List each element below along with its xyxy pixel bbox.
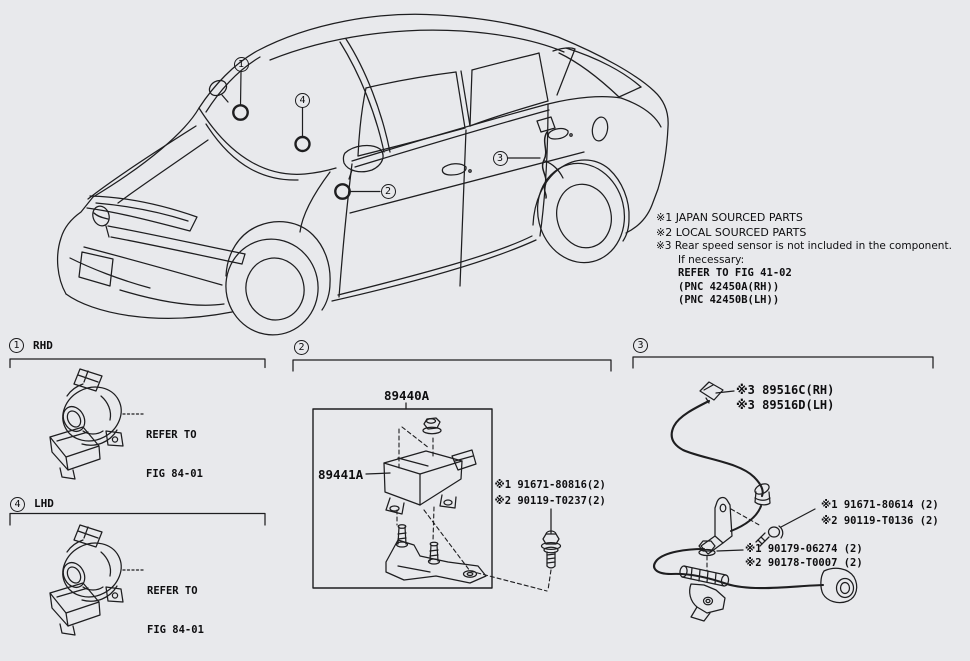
s2-bolt-note-2[interactable]: ※2 90119-T0237(2) — [494, 494, 606, 507]
side-windows — [357, 47, 642, 157]
wire-protector-sleeve — [679, 565, 730, 587]
section-1-ref[interactable]: REFER TO FIG 84-01 — [146, 403, 203, 494]
small-bolt — [755, 508, 816, 547]
section-4-ref-line1: REFER TO — [147, 585, 198, 597]
callout-1[interactable]: 1 — [233, 56, 249, 72]
s3-bolt-note-2[interactable]: ※2 90119-T0136 (2) — [821, 515, 939, 527]
car-body-outline — [56, 13, 669, 295]
rear-wheel — [536, 162, 626, 264]
wire-grommet — [754, 483, 771, 506]
note-local-sourced: ※2 LOCAL SOURCED PARTS — [656, 226, 807, 239]
section-4-ref-line2: FIG 84-01 — [147, 624, 204, 636]
front-fascia — [69, 195, 246, 306]
callout-leaders — [239, 71, 541, 193]
mounting-bracket-drawing — [385, 524, 487, 584]
assembly-dashed-lines — [396, 426, 552, 592]
flange-nut — [698, 540, 744, 557]
section-1-label: RHD — [33, 339, 53, 352]
section-4-label: LHD — [34, 497, 54, 510]
sensor-head — [820, 567, 858, 604]
section-span-brackets — [9, 356, 934, 526]
section-1-ref-line1: REFER TO — [146, 429, 197, 441]
section-4-number[interactable]: 4 — [10, 496, 25, 512]
door-mirror — [342, 144, 384, 180]
speed-sensor-wire-drawing — [653, 381, 858, 622]
section-1-ref-line2: FIG 84-01 — [146, 468, 203, 480]
section-2-number[interactable]: 2 — [294, 339, 309, 355]
callout-3[interactable]: 3 — [492, 150, 508, 166]
nut — [422, 417, 442, 435]
note-japan-sourced: ※1 JAPAN SOURCED PARTS — [656, 211, 803, 224]
rear-speed-sensor-on-car — [536, 116, 564, 199]
far-side-mirror — [208, 79, 229, 103]
part-label-89440A[interactable]: 89440A — [384, 388, 430, 403]
airbag-sensor-assembly-drawing — [312, 402, 562, 592]
section-1-number[interactable]: 1 — [9, 338, 24, 353]
door-handles — [441, 127, 573, 176]
callout-2[interactable]: 2 — [380, 184, 396, 199]
note-if-necessary: If necessary: — [678, 254, 745, 266]
note-rear-speed-sensor: ※3 Rear speed sensor is not included in … — [656, 240, 952, 252]
sensor-bracket — [700, 496, 733, 555]
part-label-89516D-lh[interactable]: ※3 89516D(LH) — [736, 397, 835, 412]
callout-4[interactable]: 4 — [295, 92, 310, 108]
sensor-dashed-lines — [706, 508, 762, 572]
note-pnc-42450b: (PNC 42450B(LH)) — [678, 293, 780, 306]
part-label-89516C-rh[interactable]: ※3 89516C(RH) — [736, 383, 835, 397]
spiral-cable-lhd-drawing — [49, 524, 145, 636]
front-wheel — [225, 238, 319, 336]
spiral-cable-rhd-drawing — [49, 368, 145, 480]
part-label-89441A[interactable]: 89441A — [318, 466, 364, 482]
section-3-number[interactable]: 3 — [633, 337, 648, 353]
s3-bolt-note-1[interactable]: ※1 91671-80614 (2) — [821, 499, 939, 511]
bolt-drawing — [540, 508, 562, 569]
s3-nut-note-1[interactable]: ※1 90179-06274 (2) — [745, 542, 863, 555]
fuel-lid — [591, 116, 609, 142]
car-illustration — [56, 13, 669, 336]
note-refer-fig-41-02[interactable]: REFER TO FIG 41-02 — [678, 267, 792, 279]
s3-nut-note-2[interactable]: ※2 90178-T0007 (2) — [745, 556, 863, 569]
sensor-89441A-drawing — [383, 449, 477, 515]
section-4-ref[interactable]: REFER TO FIG 84-01 — [147, 559, 204, 650]
lower-bracket — [689, 583, 726, 622]
s2-bolt-note-1[interactable]: ※1 91671-80816(2) — [494, 479, 606, 491]
note-pnc-42450a: (PNC 42450A(RH)) — [678, 280, 780, 293]
callout-targets — [232, 104, 351, 200]
